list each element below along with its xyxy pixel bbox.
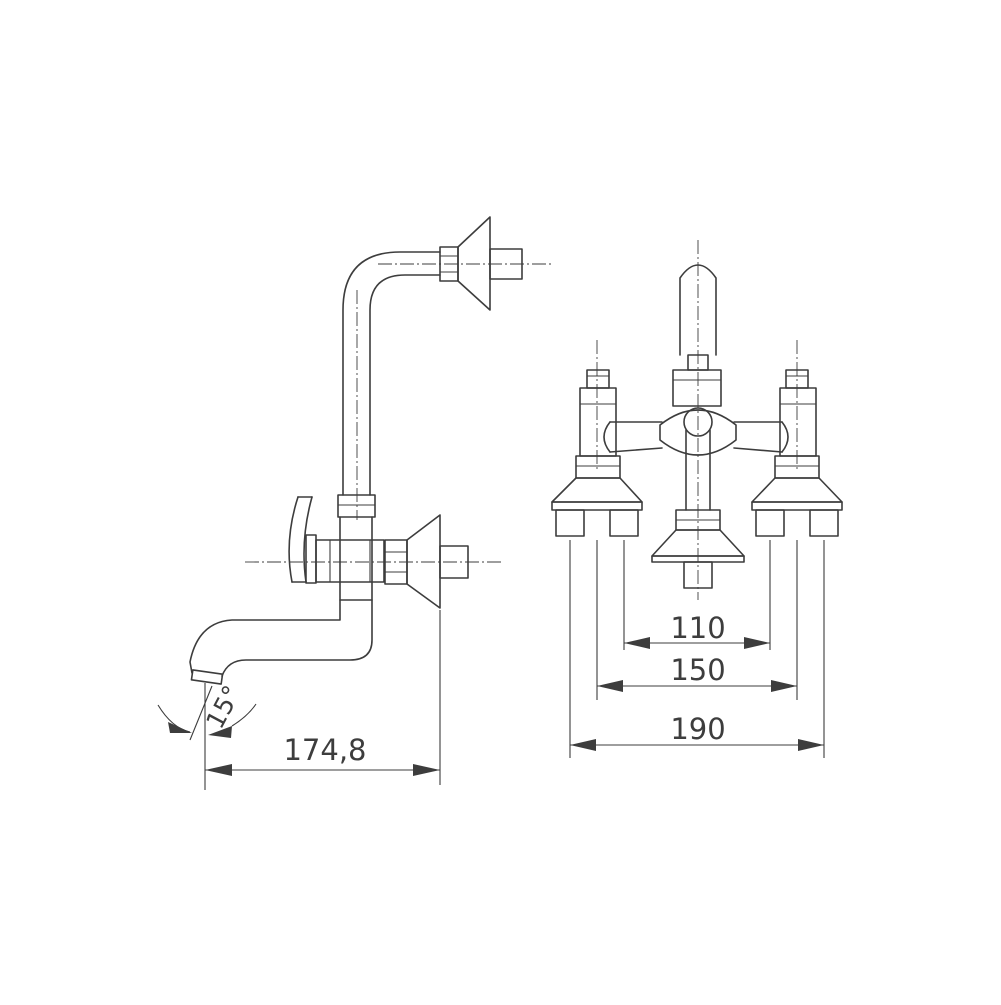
upper-wall-flange xyxy=(439,216,523,311)
angle-indicator: 15° xyxy=(157,681,257,790)
riser-pipe xyxy=(342,251,441,496)
right-valve xyxy=(751,369,843,537)
central-body xyxy=(659,369,737,456)
cross-bar xyxy=(603,421,789,453)
valve-body xyxy=(315,516,385,601)
spout xyxy=(189,599,373,685)
left-valve xyxy=(551,369,643,537)
width-label: 174,8 xyxy=(283,733,366,767)
front-view: 110 150 190 xyxy=(551,240,843,758)
width-dimension: 174,8 xyxy=(205,610,441,785)
side-view: 15° 174,8 xyxy=(157,216,552,790)
dimension-190: 190 xyxy=(570,712,824,751)
dimension-190-label: 190 xyxy=(670,712,725,746)
lower-wall-flange xyxy=(384,514,469,609)
dimension-110: 110 xyxy=(624,611,770,649)
dimension-150-label: 150 xyxy=(670,653,725,687)
dimension-150: 150 xyxy=(597,653,797,692)
angle-label: 15° xyxy=(200,681,246,734)
extension-lines xyxy=(569,540,825,758)
lever-handle xyxy=(288,496,317,584)
lower-riser xyxy=(651,429,745,589)
upper-nut xyxy=(337,494,376,518)
dimension-110-label: 110 xyxy=(670,611,725,645)
